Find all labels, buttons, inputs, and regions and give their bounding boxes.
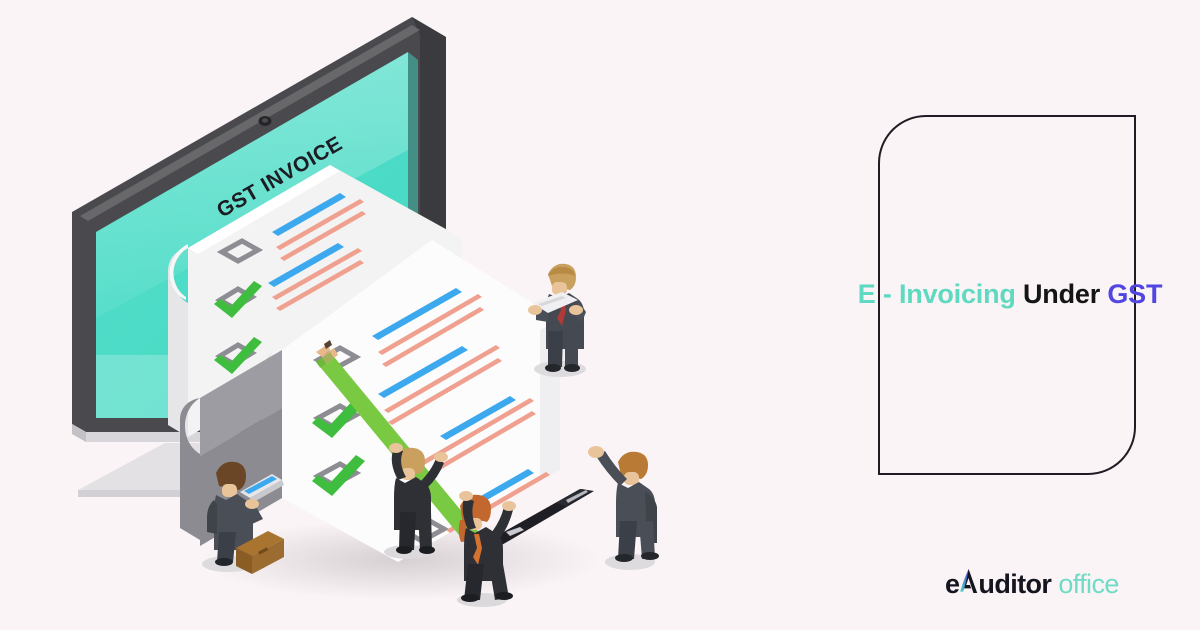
logo-a-mark-icon — [959, 566, 978, 593]
invoice-rows-front — [312, 288, 550, 544]
person-man-holding-pencil-left — [384, 443, 448, 559]
checklist-row — [312, 345, 502, 438]
person-man-carrying-laptop — [202, 461, 284, 574]
page-title: E - Invoicing Under GST — [760, 278, 1200, 310]
briefcase-icon — [236, 531, 284, 574]
illustration-svg: GST INVOICE — [72, 17, 659, 607]
person-man-raising-hand — [588, 446, 659, 570]
page-title-part-invoicing: E - Invoicing — [857, 279, 1016, 309]
illustration: GST INVOICE — [72, 17, 659, 607]
page-title-part-under: Under — [1023, 279, 1101, 309]
person-man-reading-document — [528, 263, 586, 377]
checklist-row — [312, 396, 536, 496]
page-title-part-gst: GST — [1107, 279, 1163, 309]
screen-glare — [96, 52, 408, 318]
checklist-row — [214, 337, 262, 374]
checklist-row — [216, 193, 366, 264]
logo-text-uditor: uditor — [978, 569, 1052, 599]
decorative-frame — [878, 115, 1136, 475]
checklist-row — [312, 288, 484, 372]
person-woman-holding-pencil-right — [457, 491, 516, 607]
logo-text-office: office — [1058, 569, 1119, 599]
checklist-row — [214, 243, 364, 318]
logo-text-e: e — [945, 569, 960, 599]
